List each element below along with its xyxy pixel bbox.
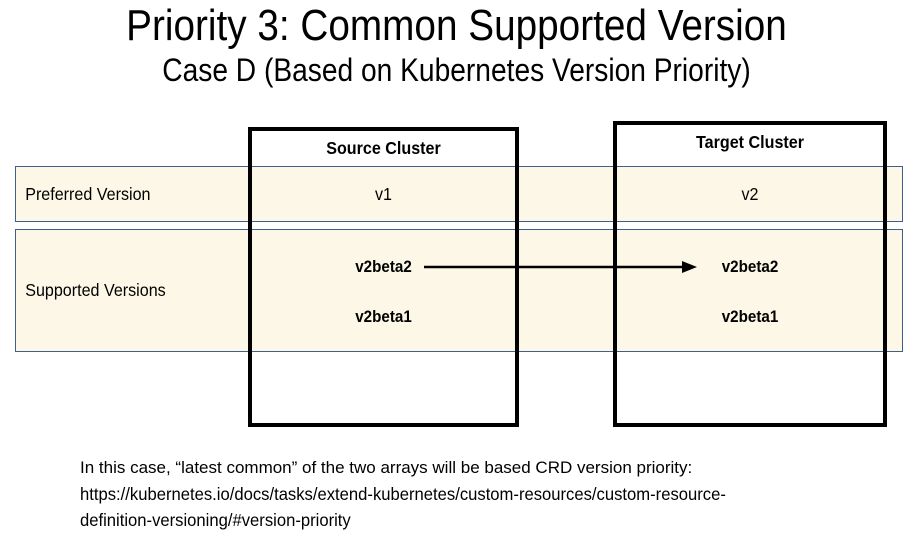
preferred-version-row: Preferred Version — [15, 166, 903, 222]
version-mapping-arrow — [424, 261, 697, 273]
preferred-version-row-label: Preferred Version — [25, 183, 151, 204]
footer-url-line-2: definition-versioning/#version-priority — [80, 510, 351, 530]
footer-text-line: In this case, “latest common” of the two… — [80, 458, 693, 477]
target-supported-version-1: v2beta2 — [721, 258, 779, 276]
target-supported-version-2: v2beta1 — [721, 308, 779, 326]
source-cluster-box: Source Cluster — [248, 127, 519, 427]
source-supported-version-1: v2beta2 — [355, 258, 412, 276]
target-cluster-box: Target Cluster — [613, 121, 887, 427]
source-supported-version-2: v2beta1 — [355, 308, 412, 326]
slide-title: Priority 3: Common Supported Version — [126, 1, 787, 50]
footer-url-line-1: https://kubernetes.io/docs/tasks/extend-… — [80, 484, 726, 504]
target-cluster-header: Target Cluster — [696, 132, 804, 152]
target-preferred-version: v2 — [741, 184, 759, 204]
footer-note: In this case, “latest common” of the two… — [80, 455, 840, 533]
source-cluster-header: Source Cluster — [326, 138, 441, 158]
supported-versions-row: Supported Versions — [15, 229, 903, 352]
slide-subtitle: Case D (Based on Kubernetes Version Prio… — [162, 52, 751, 88]
supported-versions-row-label: Supported Versions — [25, 280, 166, 300]
source-preferred-version: v1 — [374, 184, 392, 204]
